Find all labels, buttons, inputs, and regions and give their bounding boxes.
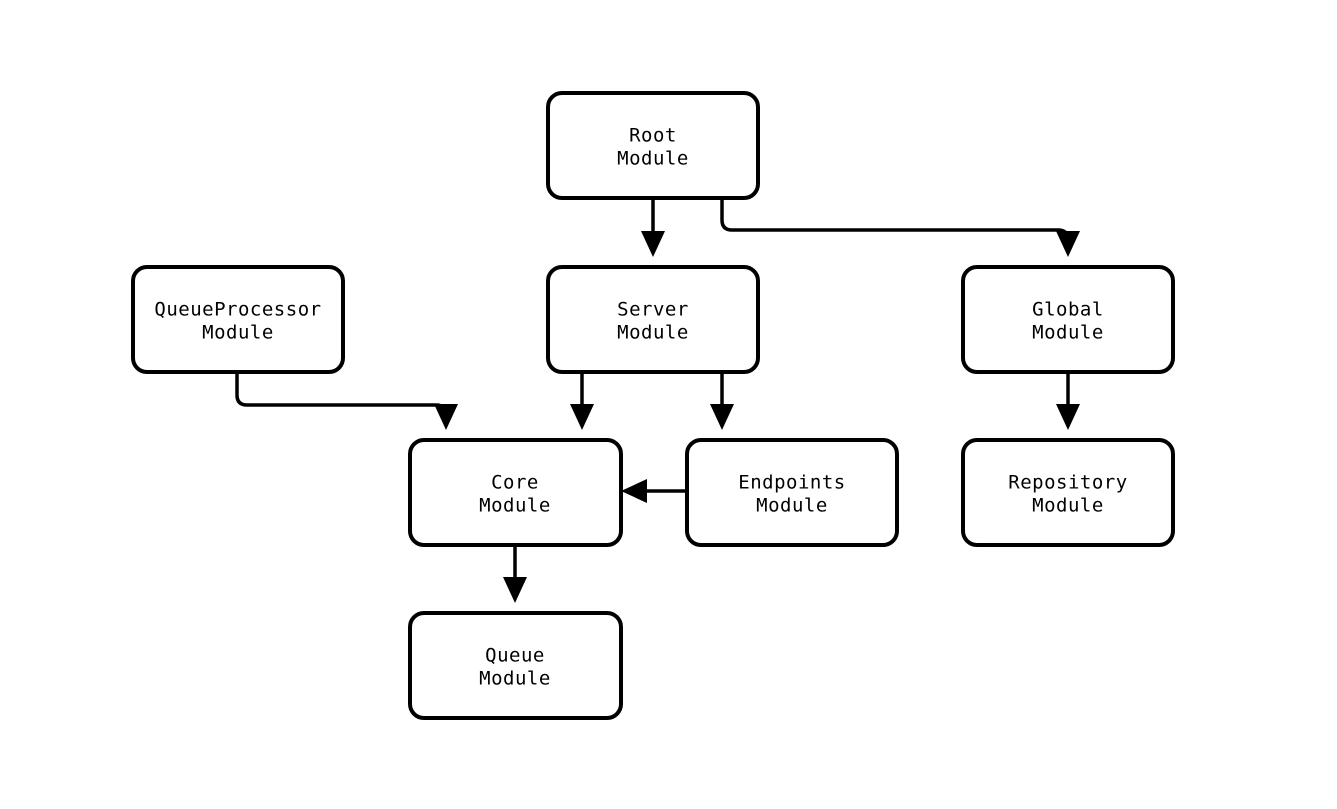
edge-queueprocessor-to-core xyxy=(235,372,458,430)
node-label-line2: Module xyxy=(756,495,828,517)
node-label-line1: Root xyxy=(629,125,677,147)
arrowhead-down-icon xyxy=(710,404,734,430)
arrowhead-left-icon xyxy=(621,479,647,503)
node-queue-module[interactable]: Queue Module xyxy=(408,611,623,720)
node-shape[interactable] xyxy=(961,438,1175,547)
node-core-module[interactable]: Core Module xyxy=(408,438,623,547)
node-queueprocessor-module[interactable]: QueueProcessor Module xyxy=(131,265,345,374)
node-repository-module[interactable]: Repository Module xyxy=(961,438,1175,547)
node-label-line2: Module xyxy=(1032,495,1104,517)
node-label-line1: Core xyxy=(491,472,539,494)
node-label-line1: Queue xyxy=(485,645,545,667)
edge-server-to-endpoints xyxy=(710,372,734,430)
node-label-line2: Module xyxy=(202,322,274,344)
edge-endpoints-to-core xyxy=(621,479,687,503)
node-endpoints-module[interactable]: Endpoints Module xyxy=(685,438,899,547)
edge-line xyxy=(235,372,448,417)
node-label-line2: Module xyxy=(479,495,551,517)
edge-root-to-server xyxy=(641,198,665,257)
edge-line xyxy=(720,198,1070,242)
node-label-line1: Global xyxy=(1032,299,1104,321)
node-shape[interactable] xyxy=(408,438,623,547)
node-label-line2: Module xyxy=(617,322,689,344)
arrowhead-down-icon xyxy=(641,231,665,257)
node-label-line1: Repository xyxy=(1008,472,1127,494)
node-label-line1: Endpoints xyxy=(738,472,845,494)
arrowhead-down-icon xyxy=(570,404,594,430)
node-layer: Root Module QueueProcessor Module Server… xyxy=(131,91,1175,720)
arrowhead-down-icon xyxy=(1056,404,1080,430)
arrowhead-down-icon xyxy=(1056,231,1080,257)
node-shape[interactable] xyxy=(408,611,623,720)
node-global-module[interactable]: Global Module xyxy=(961,265,1175,374)
node-label-line2: Module xyxy=(1032,322,1104,344)
edge-core-to-queue xyxy=(503,545,527,603)
node-server-module[interactable]: Server Module xyxy=(546,265,760,374)
node-label-line1: QueueProcessor xyxy=(154,299,321,321)
node-shape[interactable] xyxy=(685,438,899,547)
node-shape[interactable] xyxy=(131,265,345,374)
edge-layer xyxy=(235,198,1080,603)
node-label-line2: Module xyxy=(617,148,689,170)
node-label-line1: Server xyxy=(617,299,689,321)
edge-global-to-repository xyxy=(1056,372,1080,430)
edge-server-to-core xyxy=(570,372,594,430)
arrowhead-down-icon xyxy=(503,577,527,603)
node-shape[interactable] xyxy=(546,91,760,200)
edge-root-to-global xyxy=(720,198,1080,257)
arrowhead-down-icon xyxy=(434,404,458,430)
node-label-line2: Module xyxy=(479,668,551,690)
node-root-module[interactable]: Root Module xyxy=(546,91,760,200)
node-shape[interactable] xyxy=(546,265,760,374)
node-shape[interactable] xyxy=(961,265,1175,374)
